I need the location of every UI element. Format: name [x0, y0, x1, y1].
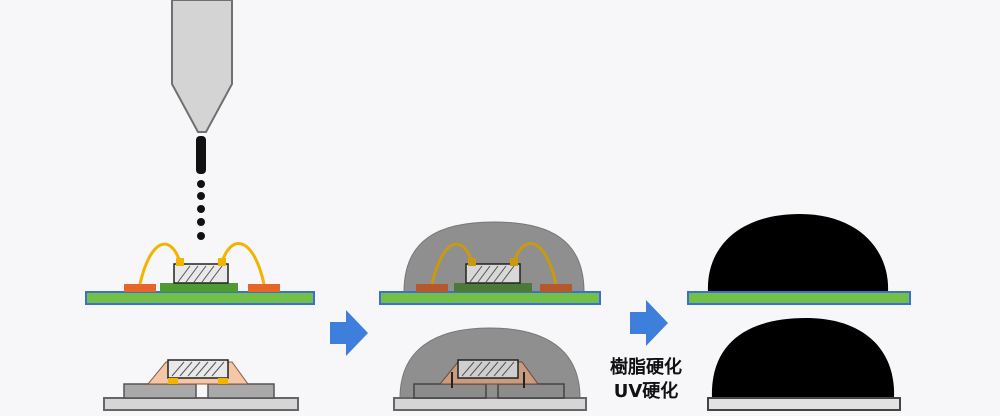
chip-on-board-top [85, 242, 315, 305]
die-attach [454, 283, 532, 292]
wire-bond-point [468, 258, 476, 266]
cured-resin-dome [711, 318, 895, 398]
resin-droplet [197, 180, 205, 188]
bonding-wire-right [512, 242, 558, 285]
stage-cured [687, 214, 911, 411]
resin-droplet [197, 218, 205, 226]
chip-hatch [171, 361, 225, 377]
cured-package-bottom [707, 318, 901, 411]
package-bottom [103, 359, 299, 411]
substrate [687, 291, 911, 305]
package-base [103, 397, 299, 411]
bonding-wires [430, 242, 558, 285]
encapsulated-board-top [379, 221, 601, 305]
cured-board-top [687, 214, 911, 305]
wire-bond-point [176, 258, 184, 266]
chip [167, 359, 229, 379]
chip [173, 263, 229, 284]
lead-frame-left [413, 383, 487, 399]
lead-frame-right [207, 383, 275, 399]
chip-hatch [177, 265, 223, 283]
chip [457, 359, 519, 379]
bond-pad-right [540, 284, 572, 292]
bonding-wire-left [138, 242, 182, 285]
wire-bond-point [218, 258, 226, 266]
resin-droplet [197, 192, 205, 200]
encapsulated-package-bottom [393, 327, 587, 411]
resin-droplet [197, 205, 205, 213]
die-attach [160, 283, 238, 292]
process-arrow-1 [330, 310, 368, 356]
chip [465, 263, 521, 284]
package-base [393, 397, 587, 411]
bond-pad-right [248, 284, 280, 292]
cured-resin-dome [707, 214, 889, 292]
package-base [707, 397, 901, 411]
bonding-wire-right [220, 242, 266, 285]
resin-droplet [197, 232, 205, 240]
bonding-wires [138, 242, 266, 285]
substrate [379, 291, 601, 305]
bump [168, 378, 178, 384]
resin-stream [196, 136, 206, 174]
bond-pad-left [124, 284, 156, 292]
bump [218, 378, 228, 384]
caption-resin-curing: 樹脂硬化 [610, 357, 682, 378]
curing-caption: 樹脂硬化 UV硬化 [596, 356, 696, 404]
chip-hatch [461, 361, 515, 377]
wire-bond-point [510, 258, 518, 266]
process-arrow-2 [630, 300, 668, 346]
needle-body [171, 0, 233, 133]
resin-dome [403, 221, 585, 293]
stage-dispensing [85, 0, 315, 411]
caption-uv-curing: UV硬化 [613, 381, 679, 402]
resin-droplets [197, 180, 205, 240]
bond-pad-left [416, 284, 448, 292]
chip-hatch [469, 265, 515, 283]
lead-frame-right [497, 383, 565, 399]
substrate [85, 291, 315, 305]
stage-resin-covered [379, 221, 601, 411]
bonding-wire-left [430, 242, 474, 285]
lead-frame-left [123, 383, 197, 399]
dispense-needle [171, 0, 233, 240]
